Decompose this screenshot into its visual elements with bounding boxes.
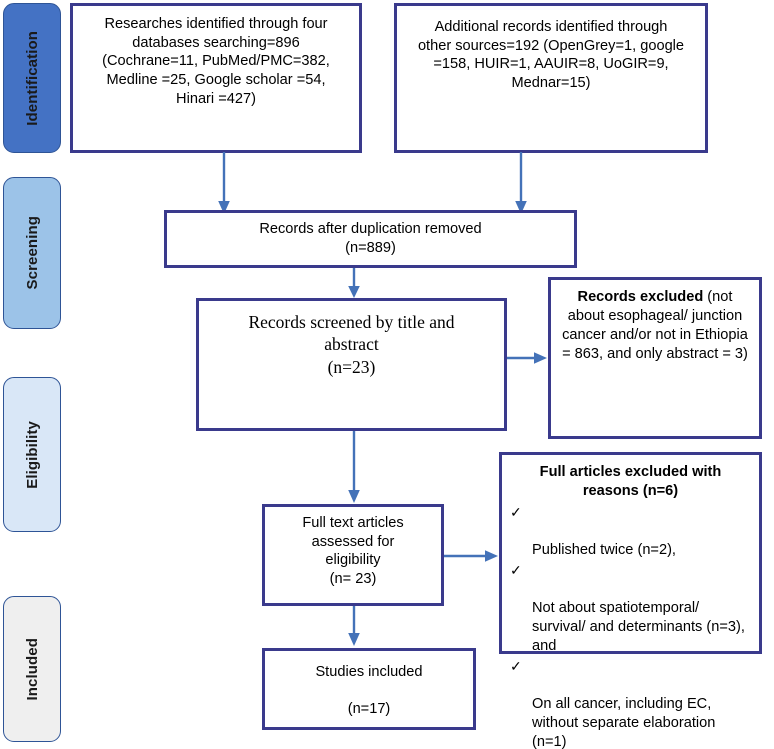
check-icon: ✓ [510,658,522,675]
arrow-duplicates-to-screened [348,268,360,298]
box-text-records-after-duplicates-removed: Records after duplication removed (n=889… [259,221,482,256]
list-item: ✓ Not about spatiotemporal/ survival/ an… [508,561,751,656]
stage-pill-screening: Screening [3,177,61,329]
stage-label-eligibility: Eligibility [23,420,41,489]
arrow-other-sources-to-duplicates [515,152,527,214]
stage-label-included: Included [23,637,41,701]
box-records-identified-databases: Researches identified through four datab… [70,3,362,153]
full-articles-excluded-list: ✓ Published twice (n=2), ✓ Not about spa… [502,502,759,749]
list-item-label: Published twice (n=2), [532,542,676,559]
check-icon: ✓ [510,504,522,521]
list-item: ✓ Published twice (n=2), [508,503,751,560]
box-records-after-duplicates-removed: Records after duplication removed (n=889… [164,210,577,268]
stage-label-identification: Identification [23,30,41,126]
stage-pill-eligibility: Eligibility [3,377,61,532]
full-articles-excluded-title: Full articles excluded with reasons (n=6… [539,464,722,499]
box-text-records-identified-other-sources: Additional records identified through ot… [417,19,685,92]
check-icon: ✓ [510,562,522,579]
box-text-records-excluded: Records excluded (not about esophageal/ … [551,288,759,364]
stage-pill-identification: Identification [3,3,61,153]
list-item-label: On all cancer, including EC, without sep… [532,696,716,749]
arrow-databases-to-duplicates [218,152,230,214]
box-text-records-screened: Records screened by title and abstract (… [248,312,455,377]
list-item: ✓ On all cancer, including EC, without s… [508,657,751,749]
arrow-full-text-to-excluded-reasons [444,550,498,562]
stage-label-screening: Screening [23,216,41,290]
box-records-identified-other-sources: Additional records identified through ot… [394,3,708,153]
records-excluded-rest: (not about esophageal/ junction cancer a… [562,289,748,362]
arrow-screened-to-records-excluded [507,352,547,364]
box-text-studies-included: Studies included (n=17) [315,664,423,718]
box-records-screened: Records screened by title and abstract (… [196,298,507,431]
stage-pill-included: Included [3,596,61,742]
box-text-full-text-articles-assessed: Full text articles assessed for eligibil… [302,515,404,588]
box-records-excluded: Records excluded (not about esophageal/ … [548,277,762,439]
records-excluded-lead: Records excluded [577,289,704,305]
list-item-label: Not about spatiotemporal/ survival/ and … [532,600,745,655]
arrow-full-text-to-studies-included [348,606,360,646]
box-full-articles-excluded-with-reasons: Full articles excluded with reasons (n=6… [499,452,762,749]
box-full-text-articles-assessed: Full text articles assessed for eligibil… [262,504,444,606]
box-studies-included: Studies included (n=17) [262,648,476,730]
box-text-records-identified-databases: Researches identified through four datab… [102,16,330,107]
arrow-screened-to-full-text [348,431,360,503]
